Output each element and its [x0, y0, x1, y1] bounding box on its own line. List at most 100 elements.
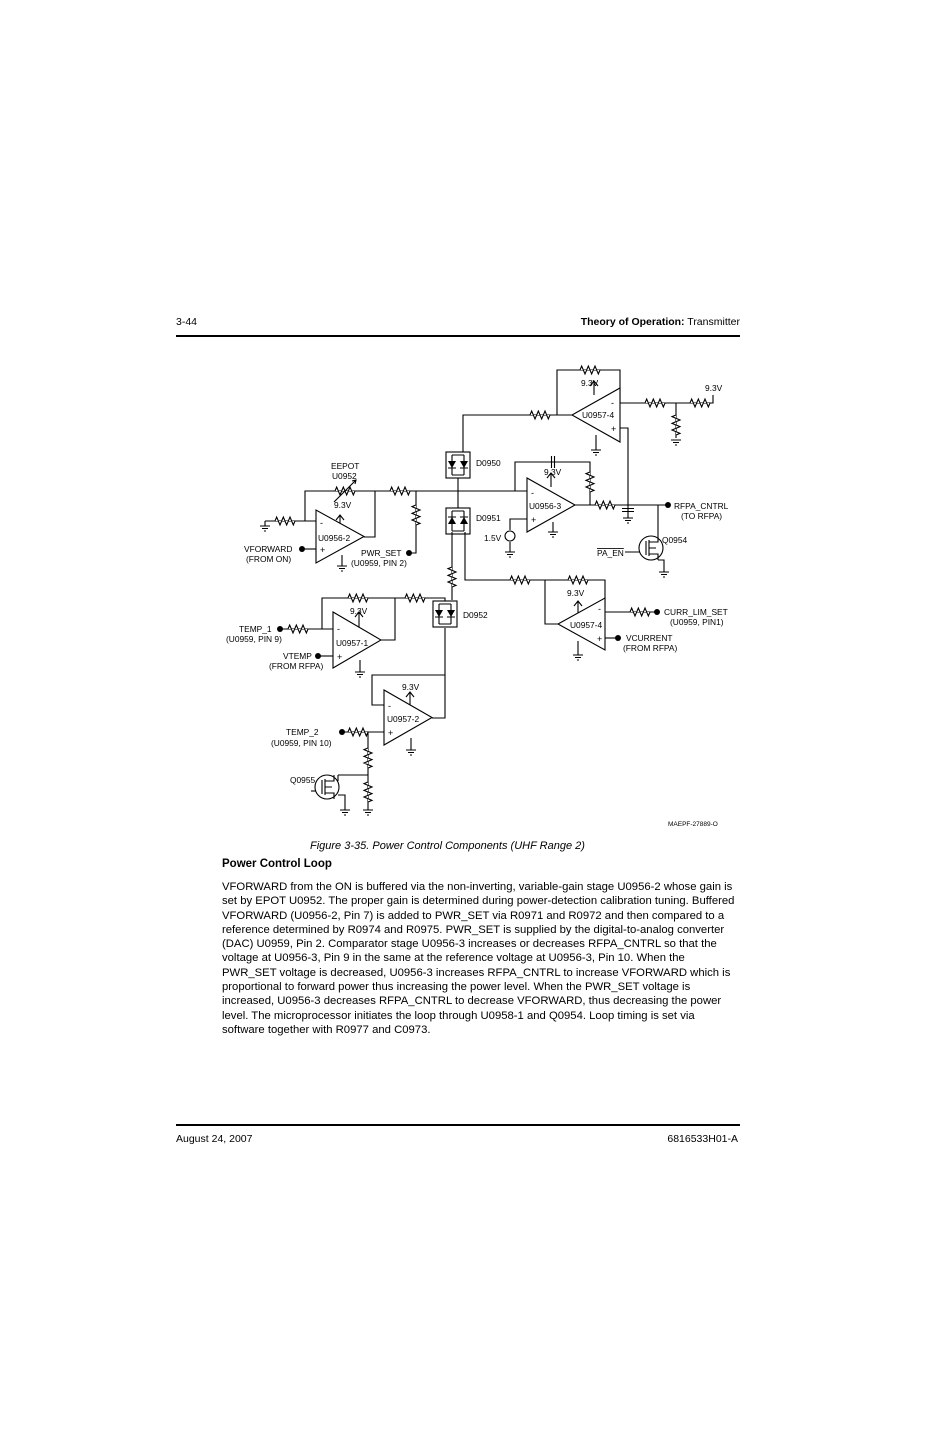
ground-icon — [591, 449, 601, 456]
diode-icon — [452, 510, 464, 532]
label-d0951: D0951 — [476, 513, 501, 523]
label-pa-en: PA_EN — [597, 548, 624, 558]
ground-icon — [337, 565, 347, 572]
label-u0956-2: U0956-2 — [318, 533, 350, 543]
resistor — [689, 397, 711, 409]
minus-sign: - — [611, 398, 614, 408]
footer-doc-number: 6816533H01-A — [667, 1133, 738, 1145]
terminal-dot — [339, 729, 345, 735]
plus-sign: + — [388, 728, 393, 738]
terminal-dot — [615, 635, 621, 641]
header-section-bold: Theory of Operation: — [580, 316, 685, 328]
resistor — [446, 566, 458, 588]
footer-rule — [176, 1124, 740, 1126]
page-number: 3-44 — [176, 316, 198, 328]
label-vcurrent: VCURRENT — [626, 633, 673, 643]
label-9v3: 9.3V — [350, 606, 368, 616]
footer-date: August 24, 2007 — [176, 1133, 253, 1145]
label-9v3: 9.3V — [705, 383, 723, 393]
resistor — [410, 504, 422, 526]
schematic-parts: -+-+-+-+-+-+ — [260, 364, 711, 816]
capacitor — [550, 456, 556, 468]
resistor — [404, 592, 426, 604]
minus-sign: - — [388, 701, 391, 711]
diode-icon — [435, 604, 443, 624]
resistor — [389, 485, 411, 497]
label-pwr-set-pin: (U0959, PIN 2) — [351, 558, 407, 568]
diode-package — [445, 507, 471, 535]
resistor — [509, 574, 531, 586]
resistor — [362, 747, 374, 769]
label-d0950: D0950 — [476, 458, 501, 468]
terminal-dot — [299, 546, 305, 552]
label-9v3: 9.3V — [402, 682, 420, 692]
diode-icon — [448, 455, 456, 475]
diode-icon — [439, 603, 451, 625]
plus-sign: + — [531, 515, 536, 525]
ground-icon — [355, 671, 365, 678]
plus-sign: + — [320, 545, 325, 555]
minus-sign: - — [531, 488, 534, 498]
ground-icon — [505, 551, 515, 558]
ground-icon — [623, 517, 633, 524]
resistor — [629, 606, 651, 618]
label-9v3: 9.3V — [334, 500, 352, 510]
label-u0957-4-top: U0957-4 — [582, 410, 614, 420]
label-1v5: 1.5V — [484, 533, 502, 543]
opamp-u0957-4-top — [570, 387, 621, 443]
minus-sign: - — [337, 624, 340, 634]
ground-icon — [659, 571, 669, 578]
ground-icon — [260, 525, 270, 532]
diode-package — [445, 451, 471, 479]
label-u0957-2: U0957-2 — [387, 714, 419, 724]
resistor — [594, 499, 616, 511]
header-section: Transmitter — [684, 316, 740, 328]
minus-sign: - — [598, 604, 601, 614]
ground-icon — [573, 654, 583, 661]
diode-icon — [447, 604, 455, 624]
label-q0954: Q0954 — [662, 535, 687, 545]
variable-resistor-arrow — [333, 479, 357, 503]
label-u0956-3: U0956-3 — [529, 501, 561, 511]
diode-icon — [448, 511, 456, 531]
terminal-dot — [277, 626, 283, 632]
label-from-on: (FROM ON) — [246, 554, 291, 564]
label-9v3: 9.3V — [544, 467, 562, 477]
resistor — [579, 364, 601, 376]
resistor — [347, 592, 369, 604]
resistor — [274, 515, 296, 527]
transistor-icon — [645, 536, 659, 560]
ground-icon — [406, 749, 416, 756]
resistor — [644, 397, 666, 409]
section-body: VFORWARD from the ON is buffered via the… — [222, 881, 735, 1036]
label-from-rfpa: (FROM RFPA) — [623, 643, 677, 653]
running-header: Theory of Operation: Transmitter — [581, 316, 740, 328]
capacitor — [622, 507, 634, 513]
diode-icon — [452, 454, 464, 476]
schematic-labels: 9.3V 9.3V U0957-4 D0950 D0951 9.3V U0956… — [226, 378, 729, 828]
label-u0957-4-bottom: U0957-4 — [570, 620, 602, 630]
ground-icon — [671, 439, 681, 446]
plus-sign: + — [597, 634, 602, 644]
minus-sign: - — [320, 518, 323, 528]
label-rfpa-cntrl: RFPA_CNTRL — [674, 501, 729, 511]
diode-icon — [460, 455, 468, 475]
label-u0952: U0952 — [332, 471, 357, 481]
terminal-dot — [654, 609, 660, 615]
label-to-rfpa: (TO RFPA) — [681, 511, 722, 521]
opamp-u0957-2 — [383, 689, 434, 746]
ground-icon — [340, 809, 350, 816]
label-q0955: Q0955 — [290, 775, 315, 785]
resistor — [287, 623, 309, 635]
label-9v3: 9.3V — [581, 378, 599, 388]
ground-icon — [548, 531, 558, 538]
label-curr-lim-pin: (U0959, PIN1) — [670, 617, 724, 627]
label-pwr-set: PWR_SET — [361, 548, 402, 558]
resistor — [567, 574, 589, 586]
ground-icon — [363, 809, 373, 816]
resistor — [347, 726, 369, 738]
label-curr-lim-set: CURR_LIM_SET — [664, 607, 728, 617]
schematic-wires — [264, 369, 714, 810]
diode-icon — [460, 511, 468, 531]
